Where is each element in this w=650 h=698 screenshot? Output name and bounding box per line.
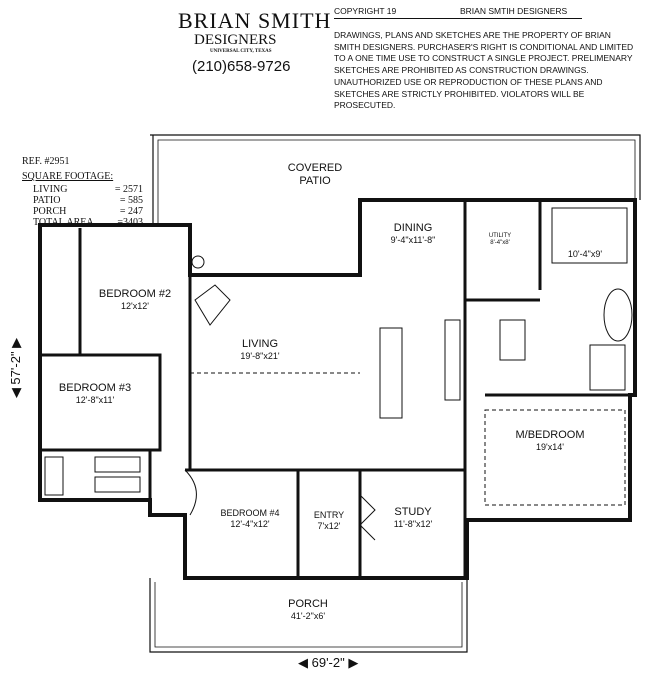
fixtures: [44, 200, 633, 541]
sqft-label: PORCH: [33, 206, 67, 217]
square-footage-title: SQUARE FOOTAGE:: [22, 171, 114, 182]
sqft-value: = 585: [119, 195, 143, 206]
room-name: UTILITY: [488, 233, 512, 239]
room-name: DINING: [393, 222, 433, 234]
room-master-closet: 10'-4"x9': [568, 249, 602, 260]
room-name: STUDY: [394, 506, 432, 518]
room-name: BEDROOM #2: [98, 288, 172, 300]
room-size: 41'-2"x6': [290, 611, 326, 621]
exterior-walls: [38, 198, 637, 580]
sqft-row: PATIO = 585: [33, 195, 143, 206]
company-subtitle: DESIGNERS: [194, 32, 277, 48]
copyright-firm: BRIAN SMTIH DESIGNERS: [460, 6, 568, 16]
room-size: 7'x12': [317, 521, 341, 531]
room-name: PATIO: [299, 175, 331, 187]
copyright-label: COPYRIGHT 19: [334, 6, 397, 16]
room-size: 12'-8"x11': [75, 395, 115, 405]
plan-reference: REF. #2951: [22, 156, 70, 167]
room-name: ENTRY: [313, 510, 345, 520]
copyright-line: COPYRIGHT 19 BRIAN SMTIH DESIGNERS: [334, 6, 582, 19]
room-size: 9'-4"x11'-8": [390, 235, 436, 245]
width-dimension: ◀ 69'-2" ▶: [298, 655, 359, 670]
company-phone: (210)658-9726: [192, 58, 291, 75]
patio-outline: [150, 134, 641, 225]
room-size: 10'-4"x9': [567, 249, 603, 259]
sqft-value: = 247: [119, 206, 143, 217]
room-name: LIVING: [241, 338, 279, 350]
sqft-label: LIVING: [33, 184, 68, 195]
company-city: UNIVERSAL CITY, TEXAS: [210, 49, 272, 54]
room-size: 11'-8"x12': [393, 519, 433, 529]
room-size: 8'-4"x8': [490, 240, 510, 246]
room-name: COVERED: [287, 162, 343, 174]
porch-outline: [149, 578, 468, 653]
room-name: PORCH: [288, 598, 328, 610]
room-name: M/BEDROOM: [515, 429, 585, 441]
sqft-label: TOTAL AREA: [33, 217, 94, 228]
room-name: BEDROOM #4: [220, 508, 280, 518]
sqft-label: PATIO: [33, 195, 61, 206]
room-size: 19'-8"x21': [240, 351, 280, 361]
room-size: 19'x14': [536, 442, 564, 452]
width-value: 69'-2": [311, 655, 345, 670]
sqft-value: =3403: [117, 217, 143, 228]
sqft-row: TOTAL AREA =3403: [33, 217, 143, 228]
room-size: 12'-4"x12': [230, 519, 270, 529]
sqft-row: LIVING = 2571: [33, 184, 143, 195]
depth-dimension: ◀ 57'-2" ▶: [8, 337, 24, 399]
room-name: BEDROOM #3: [58, 382, 132, 394]
depth-value: 57'-2": [8, 351, 24, 385]
sqft-row: PORCH = 247: [33, 206, 143, 217]
room-size: 12'x12': [121, 301, 149, 311]
company-name: BRIAN SMITH: [178, 8, 332, 33]
sqft-value: = 2571: [114, 184, 143, 195]
copyright-notice: DRAWINGS, PLANS AND SKETCHES ARE THE PRO…: [334, 30, 634, 111]
interior-walls: [40, 200, 635, 578]
